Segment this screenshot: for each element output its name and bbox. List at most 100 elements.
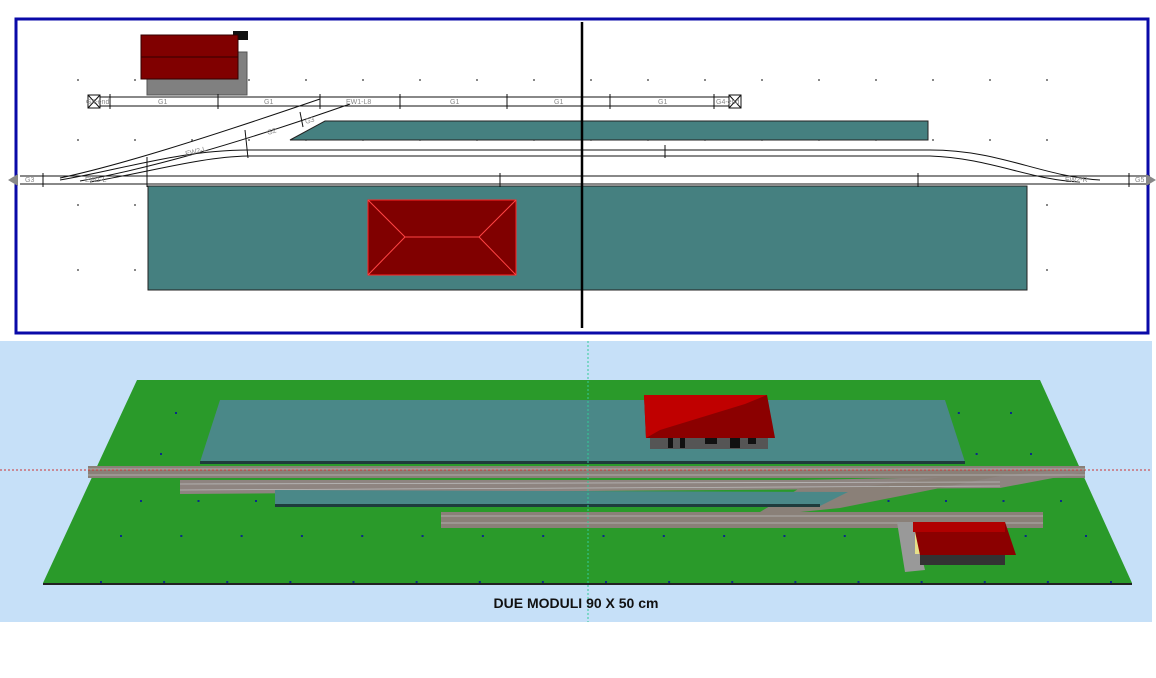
track-label: G1	[158, 99, 167, 106]
track-label: EW1-L8	[346, 99, 371, 106]
grid-dot	[160, 453, 162, 455]
grid-dot	[421, 535, 424, 537]
grid-dot	[305, 79, 307, 81]
tracks-plan[interactable]	[20, 94, 1150, 187]
grid-dot	[662, 535, 665, 537]
grid-dot	[704, 79, 706, 81]
track-label: G4-end	[716, 99, 739, 106]
grid-dot	[857, 581, 860, 583]
plan-view: G4-end G1 G1 EW1-L8 G1 G1 G1 G4-end G3 G…	[8, 17, 1156, 335]
grid-dot	[1046, 581, 1049, 583]
grid-dot	[794, 581, 797, 583]
grid-dot	[887, 500, 890, 502]
grid-dot	[289, 581, 292, 583]
grid-dot	[361, 535, 364, 537]
grid-dot	[134, 204, 136, 206]
grid-dot	[1046, 79, 1048, 81]
grid-dot	[248, 139, 250, 141]
grid-dot	[140, 500, 142, 502]
grid-dot	[542, 535, 545, 537]
grid-dot	[875, 79, 877, 81]
grid-dot	[481, 535, 484, 537]
grid-dot	[541, 581, 544, 583]
grid-dot	[1085, 535, 1087, 537]
grid-dot	[761, 79, 763, 81]
grid-dot	[533, 79, 535, 81]
grid-dot	[1024, 535, 1027, 537]
track-label: G4-end	[86, 99, 109, 106]
track-label: G1	[450, 99, 459, 106]
grid-dot	[77, 269, 79, 271]
station-building-3d[interactable]	[644, 395, 775, 449]
caption: DUE MODULI 90 X 50 cm	[493, 595, 659, 611]
side-platform-3d[interactable]	[275, 490, 848, 506]
side-platform-plan[interactable]	[289, 120, 929, 141]
grid-dot	[134, 79, 136, 81]
grid-dot	[818, 79, 820, 81]
grid-dot	[1046, 139, 1048, 141]
grid-dot	[163, 581, 166, 583]
grid-dot	[134, 139, 136, 141]
grid-dot	[1046, 204, 1048, 206]
grid-dot	[731, 581, 734, 583]
main-platform-plan[interactable]	[147, 185, 1028, 291]
grid-dot	[975, 453, 978, 455]
track-label: G1	[264, 99, 273, 106]
grid-dot	[783, 535, 786, 537]
grid-dot	[77, 204, 79, 206]
grid-dot	[945, 500, 947, 502]
grid-dot	[989, 79, 991, 81]
grid-dot	[180, 535, 183, 537]
grid-dot	[248, 79, 250, 81]
track-end-arrow-left	[8, 174, 18, 186]
grid-dot	[352, 581, 355, 583]
grid-dot	[100, 581, 102, 583]
grid-dot	[1002, 500, 1005, 502]
track-label: G3	[304, 116, 315, 126]
grid-dot	[957, 412, 960, 414]
grid-dot	[932, 79, 934, 81]
grid-dot	[120, 535, 122, 537]
track-label: EW1-L	[85, 177, 107, 184]
station-roof-plan[interactable]	[367, 199, 517, 276]
track-label: G2	[266, 127, 277, 137]
grid-dot	[419, 79, 421, 81]
goods-shed-3d[interactable]	[897, 522, 1016, 572]
grid-dot	[605, 581, 607, 583]
grid-dot	[932, 139, 934, 141]
grid-dot	[1046, 269, 1048, 271]
grid-dot	[989, 139, 991, 141]
grid-dot	[175, 412, 177, 414]
grid-dot	[478, 581, 481, 583]
tracks-3d[interactable]	[88, 466, 1085, 528]
grid-dot	[723, 535, 726, 537]
grid-dot	[590, 79, 592, 81]
grid-dot	[197, 500, 200, 502]
grid-dot	[920, 581, 923, 583]
track-label: EW2-R	[1065, 177, 1088, 184]
grid-dot	[1010, 412, 1012, 414]
grid-dot	[843, 535, 846, 537]
track-end-arrow-right	[1146, 174, 1156, 186]
grid-dot	[77, 139, 79, 141]
main-platform-3d[interactable]	[200, 400, 965, 462]
grid-dot	[240, 535, 243, 537]
grid-dot	[668, 581, 671, 583]
view-3d	[0, 341, 1152, 622]
grid-dot	[602, 535, 605, 537]
grid-dot	[226, 581, 229, 583]
grid-dot	[1060, 500, 1062, 502]
grid-dot	[983, 581, 986, 583]
track-label: G5	[1135, 177, 1144, 184]
goods-shed-plan[interactable]	[140, 31, 248, 96]
grid-dot	[476, 79, 478, 81]
grid-dot	[134, 269, 136, 271]
grid-dot	[300, 535, 303, 537]
grid-dot	[1110, 581, 1112, 583]
track-label: EW2-L	[185, 146, 208, 158]
track-label: G1	[658, 99, 667, 106]
track-label: G3	[25, 177, 34, 184]
grid-dot	[191, 139, 193, 141]
grid-dot	[415, 581, 418, 583]
